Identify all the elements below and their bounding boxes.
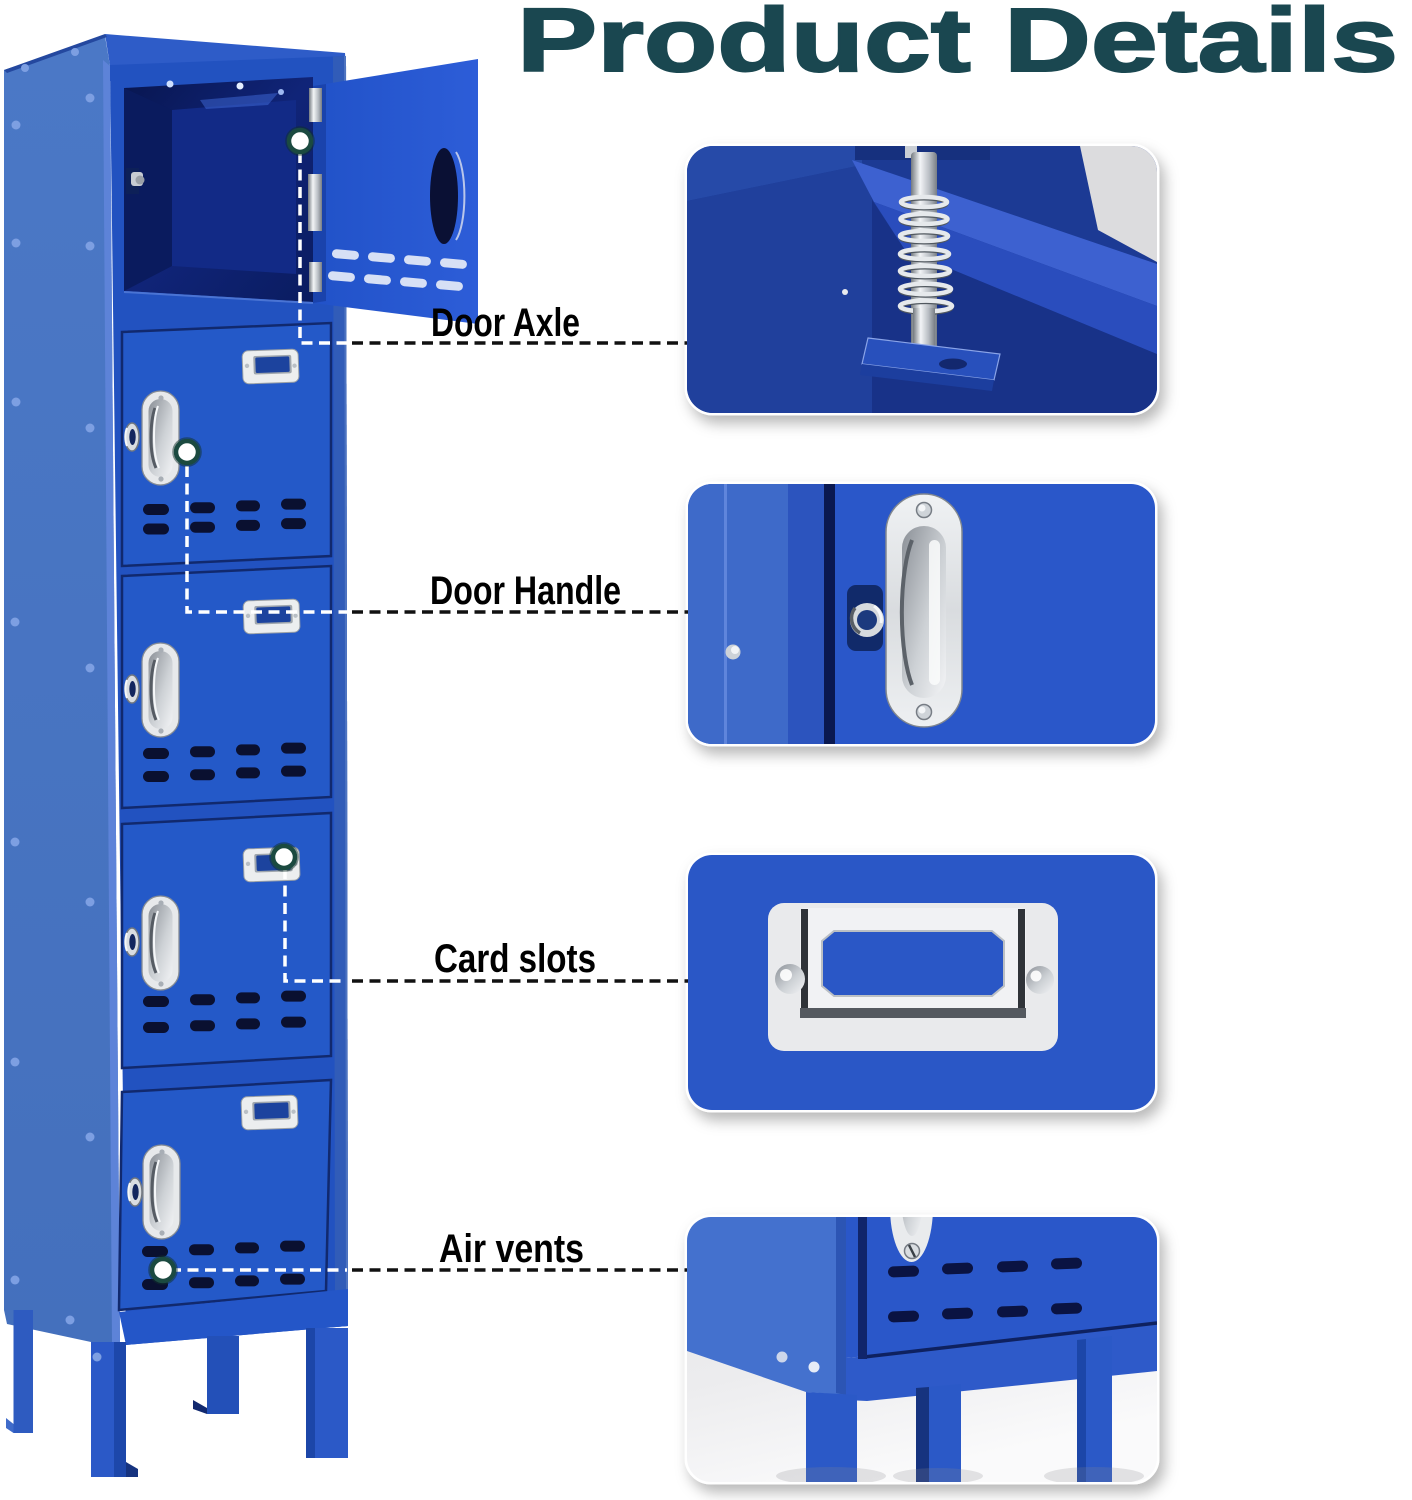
svg-text:Product Details: Product Details [517, 0, 1398, 91]
svg-text:Door Axle: Door Axle [431, 301, 580, 345]
svg-text:Card slots: Card slots [434, 937, 596, 981]
svg-text:Air vents: Air vents [439, 1227, 584, 1271]
svg-text:Door Handle: Door Handle [430, 569, 621, 613]
